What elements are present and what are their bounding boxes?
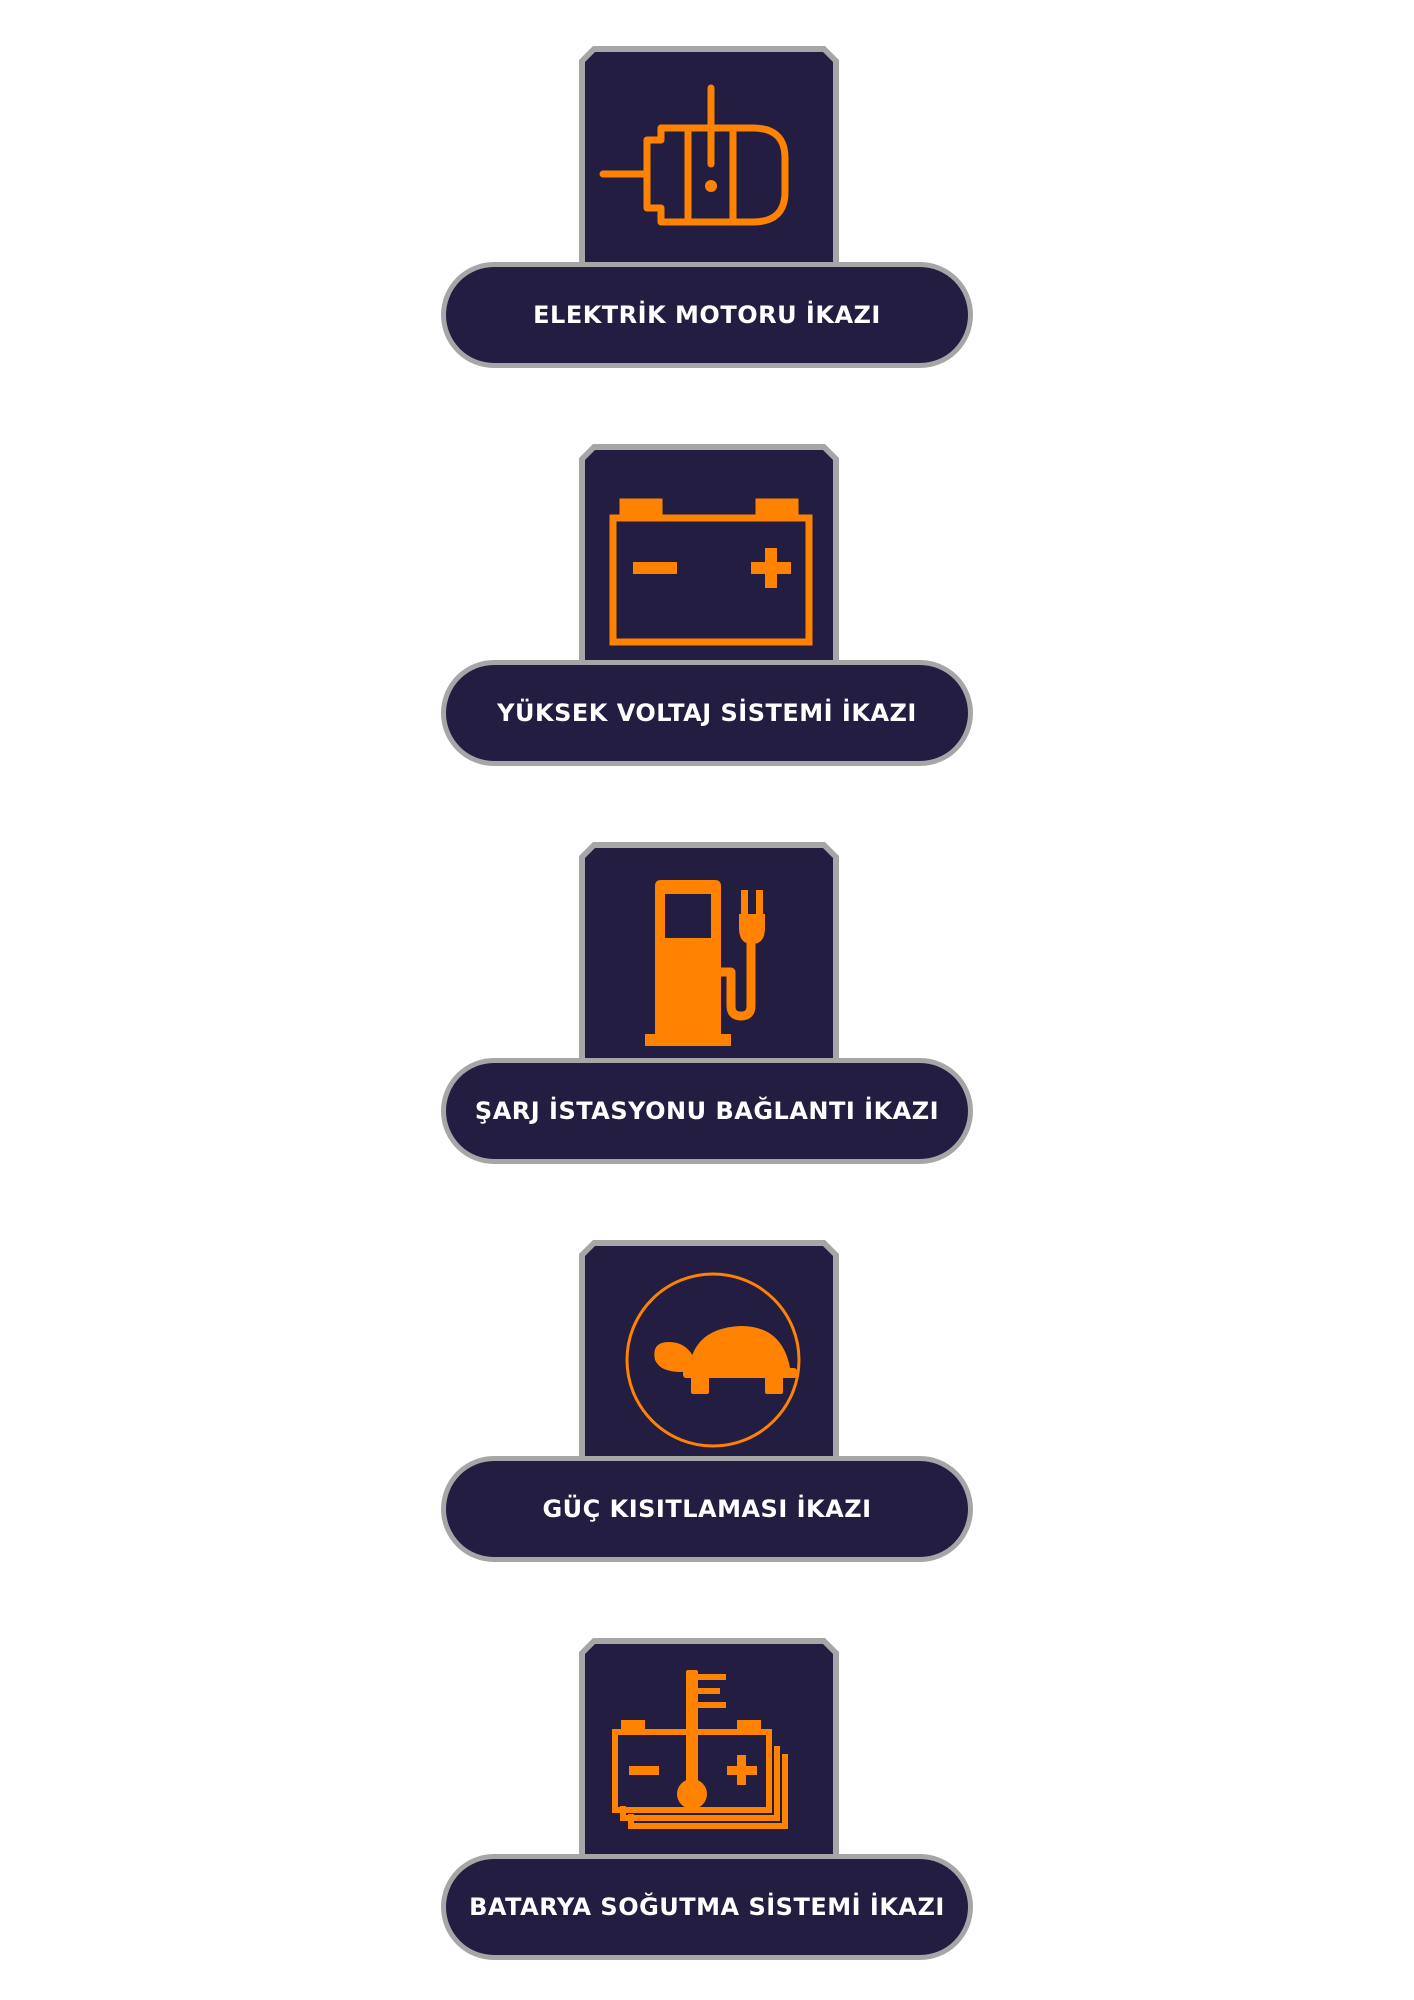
warning-label-pill: GÜÇ KISITLAMASI İKAZI	[441, 1456, 973, 1562]
warning-card-battery-cooling: BATARYA SOĞUTMA SİSTEMİ İKAZI	[0, 1638, 1414, 1968]
battery-icon	[609, 498, 813, 646]
warning-card-electric-motor: ELEKTRİK MOTORU İKAZI	[0, 46, 1414, 376]
warning-label-pill: ELEKTRİK MOTORU İKAZI	[441, 262, 973, 368]
warning-card-charging-station: ŞARJ İSTASYONU BAĞLANTI İKAZI	[0, 842, 1414, 1172]
battery-cooling-icon	[612, 1670, 788, 1829]
warning-label: ŞARJ İSTASYONU BAĞLANTI İKAZI	[474, 1097, 940, 1125]
warning-label-pill: YÜKSEK VOLTAJ SİSTEMİ İKAZI	[441, 660, 973, 766]
turtle-icon	[625, 1272, 801, 1448]
icon-tile	[585, 1644, 833, 1872]
warning-card-power-limitation: GÜÇ KISITLAMASI İKAZI	[0, 1240, 1414, 1570]
warning-label-pill: ŞARJ İSTASYONU BAĞLANTI İKAZI	[441, 1058, 973, 1164]
warning-label: BATARYA SOĞUTMA SİSTEMİ İKAZI	[469, 1893, 945, 1921]
warning-label-pill: BATARYA SOĞUTMA SİSTEMİ İKAZI	[441, 1854, 973, 1960]
warning-label: GÜÇ KISITLAMASI İKAZI	[542, 1495, 872, 1523]
electric-motor-warning-icon	[599, 84, 789, 226]
warning-card-high-voltage: YÜKSEK VOLTAJ SİSTEMİ İKAZI	[0, 444, 1414, 774]
warning-label: YÜKSEK VOLTAJ SİSTEMİ İKAZI	[497, 699, 917, 727]
warning-label: ELEKTRİK MOTORU İKAZI	[533, 301, 881, 329]
charging-station-icon	[645, 880, 765, 1046]
